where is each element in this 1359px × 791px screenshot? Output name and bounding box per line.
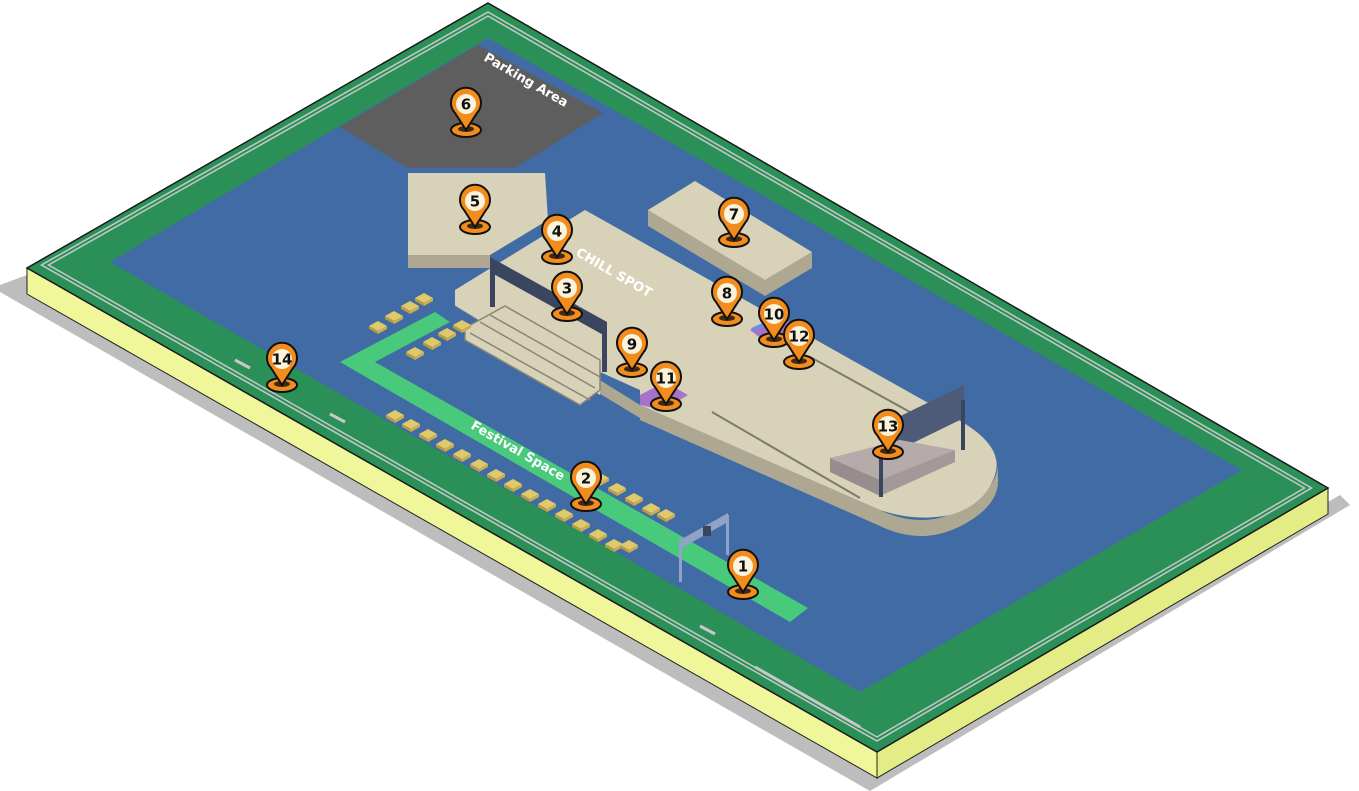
pin-number: 14 [272,351,293,369]
pin-number: 2 [581,470,591,488]
benches [369,293,675,553]
pin-face [272,349,292,369]
bench [470,459,488,472]
pin-7[interactable]: 7 [718,196,750,248]
bench [657,509,675,522]
bench [572,519,590,532]
pin-face [724,204,744,224]
bench [521,489,539,502]
pin-face [547,221,567,241]
bench [608,483,626,496]
bench [419,429,437,442]
pin-10[interactable]: 10 [758,296,790,348]
pin-face [465,191,485,211]
stage-13-top[interactable] [830,440,955,480]
pin-8[interactable]: 8 [711,275,743,327]
pin-face [764,304,784,324]
stage-post-front [879,455,883,497]
bench [385,311,403,324]
entrance-gate [679,513,729,582]
bench [369,321,387,334]
pin-face [733,556,753,576]
pin-face [789,326,809,346]
pin-face [557,278,577,298]
pin-4[interactable]: 4 [541,213,573,265]
bench [487,469,505,482]
road-outline-inner [42,12,1310,741]
bench [436,439,454,452]
pin-number: 7 [729,206,739,224]
pin-1[interactable]: 1 [727,548,759,600]
bench [453,449,471,462]
bench [620,540,638,553]
bench [538,499,556,512]
pin-number: 6 [461,96,471,114]
bench [504,479,522,492]
road-dashes [234,358,861,729]
stage-post [961,400,965,450]
pin-13[interactable]: 13 [872,408,904,460]
pin-number: 10 [764,306,785,324]
pin-face [576,468,596,488]
pin-face [717,283,737,303]
platform-grooves [711,357,911,499]
festival-space-path[interactable] [340,312,808,622]
pin-9[interactable]: 9 [616,326,648,378]
pin-number: 3 [562,280,572,298]
stairs [464,305,601,406]
pin-6[interactable]: 6 [450,86,482,138]
bench [555,509,573,522]
bench [415,293,433,306]
pin-number: 4 [552,223,562,241]
stage-13-side-right [880,450,955,496]
pin-face [622,334,642,354]
bench [402,419,420,432]
bench [401,301,419,314]
chill-spot-platform[interactable] [455,210,997,518]
bench [438,328,456,341]
bench [386,410,404,423]
stage-13-side [830,458,880,496]
pin-face [456,94,476,114]
bench [423,337,441,350]
pin-14[interactable]: 14 [266,341,298,393]
area-5-side [408,255,490,268]
pin-number: 13 [878,418,899,436]
bench [625,493,643,506]
pin-face [656,368,676,388]
pin-number: 12 [789,328,810,346]
bench [453,320,471,333]
pin-5[interactable]: 5 [459,183,491,235]
pin-number: 5 [470,193,480,211]
stage-backdrop [882,385,964,458]
pin-number: 11 [656,370,677,388]
pin-11[interactable]: 11 [650,360,682,412]
pin-2[interactable]: 2 [570,460,602,512]
pin-number: 1 [738,558,748,576]
pin-number: 9 [627,336,637,354]
bench [589,529,607,542]
pin-12[interactable]: 12 [783,318,815,370]
pin-face [878,416,898,436]
bench [406,347,424,360]
pin-3[interactable]: 3 [551,270,583,322]
bench [642,503,660,516]
pin-number: 8 [722,285,732,303]
